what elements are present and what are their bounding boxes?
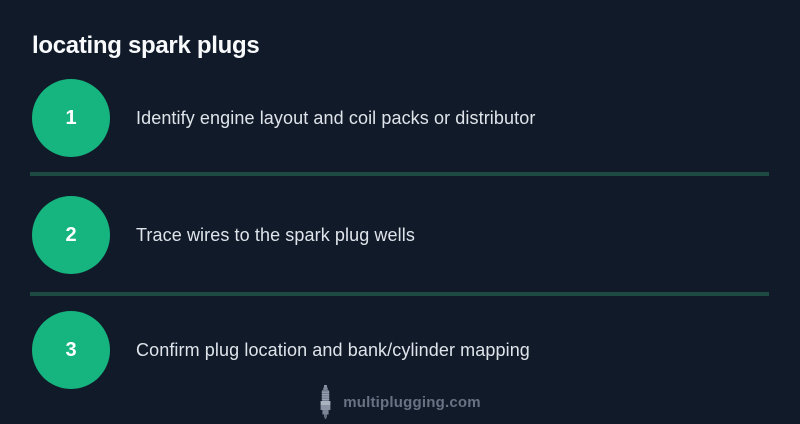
step-row-2: 2 Trace wires to the spark plug wells xyxy=(32,196,784,274)
step-2-label: Trace wires to the spark plug wells xyxy=(136,224,415,245)
spark-plug-icon xyxy=(320,385,331,419)
footer-site-label: multiplugging.com xyxy=(343,393,481,411)
step-row-1: 1 Identify engine layout and coil packs … xyxy=(32,79,784,157)
step-2-number-badge: 2 xyxy=(32,196,110,274)
divider xyxy=(30,172,769,176)
step-1-number-badge: 1 xyxy=(32,79,110,157)
step-3-label: Confirm plug location and bank/cylinder … xyxy=(136,339,530,360)
step-2-number: 2 xyxy=(65,223,77,246)
page-title: locating spark plugs xyxy=(32,32,260,59)
divider xyxy=(30,292,769,296)
step-3-number: 3 xyxy=(65,338,77,361)
step-1-number: 1 xyxy=(65,106,77,129)
footer-branding: multiplugging.com xyxy=(0,384,800,420)
step-3-number-badge: 3 xyxy=(32,311,110,389)
step-1-label: Identify engine layout and coil packs or… xyxy=(136,107,536,128)
step-row-3: 3 Confirm plug location and bank/cylinde… xyxy=(32,311,784,389)
